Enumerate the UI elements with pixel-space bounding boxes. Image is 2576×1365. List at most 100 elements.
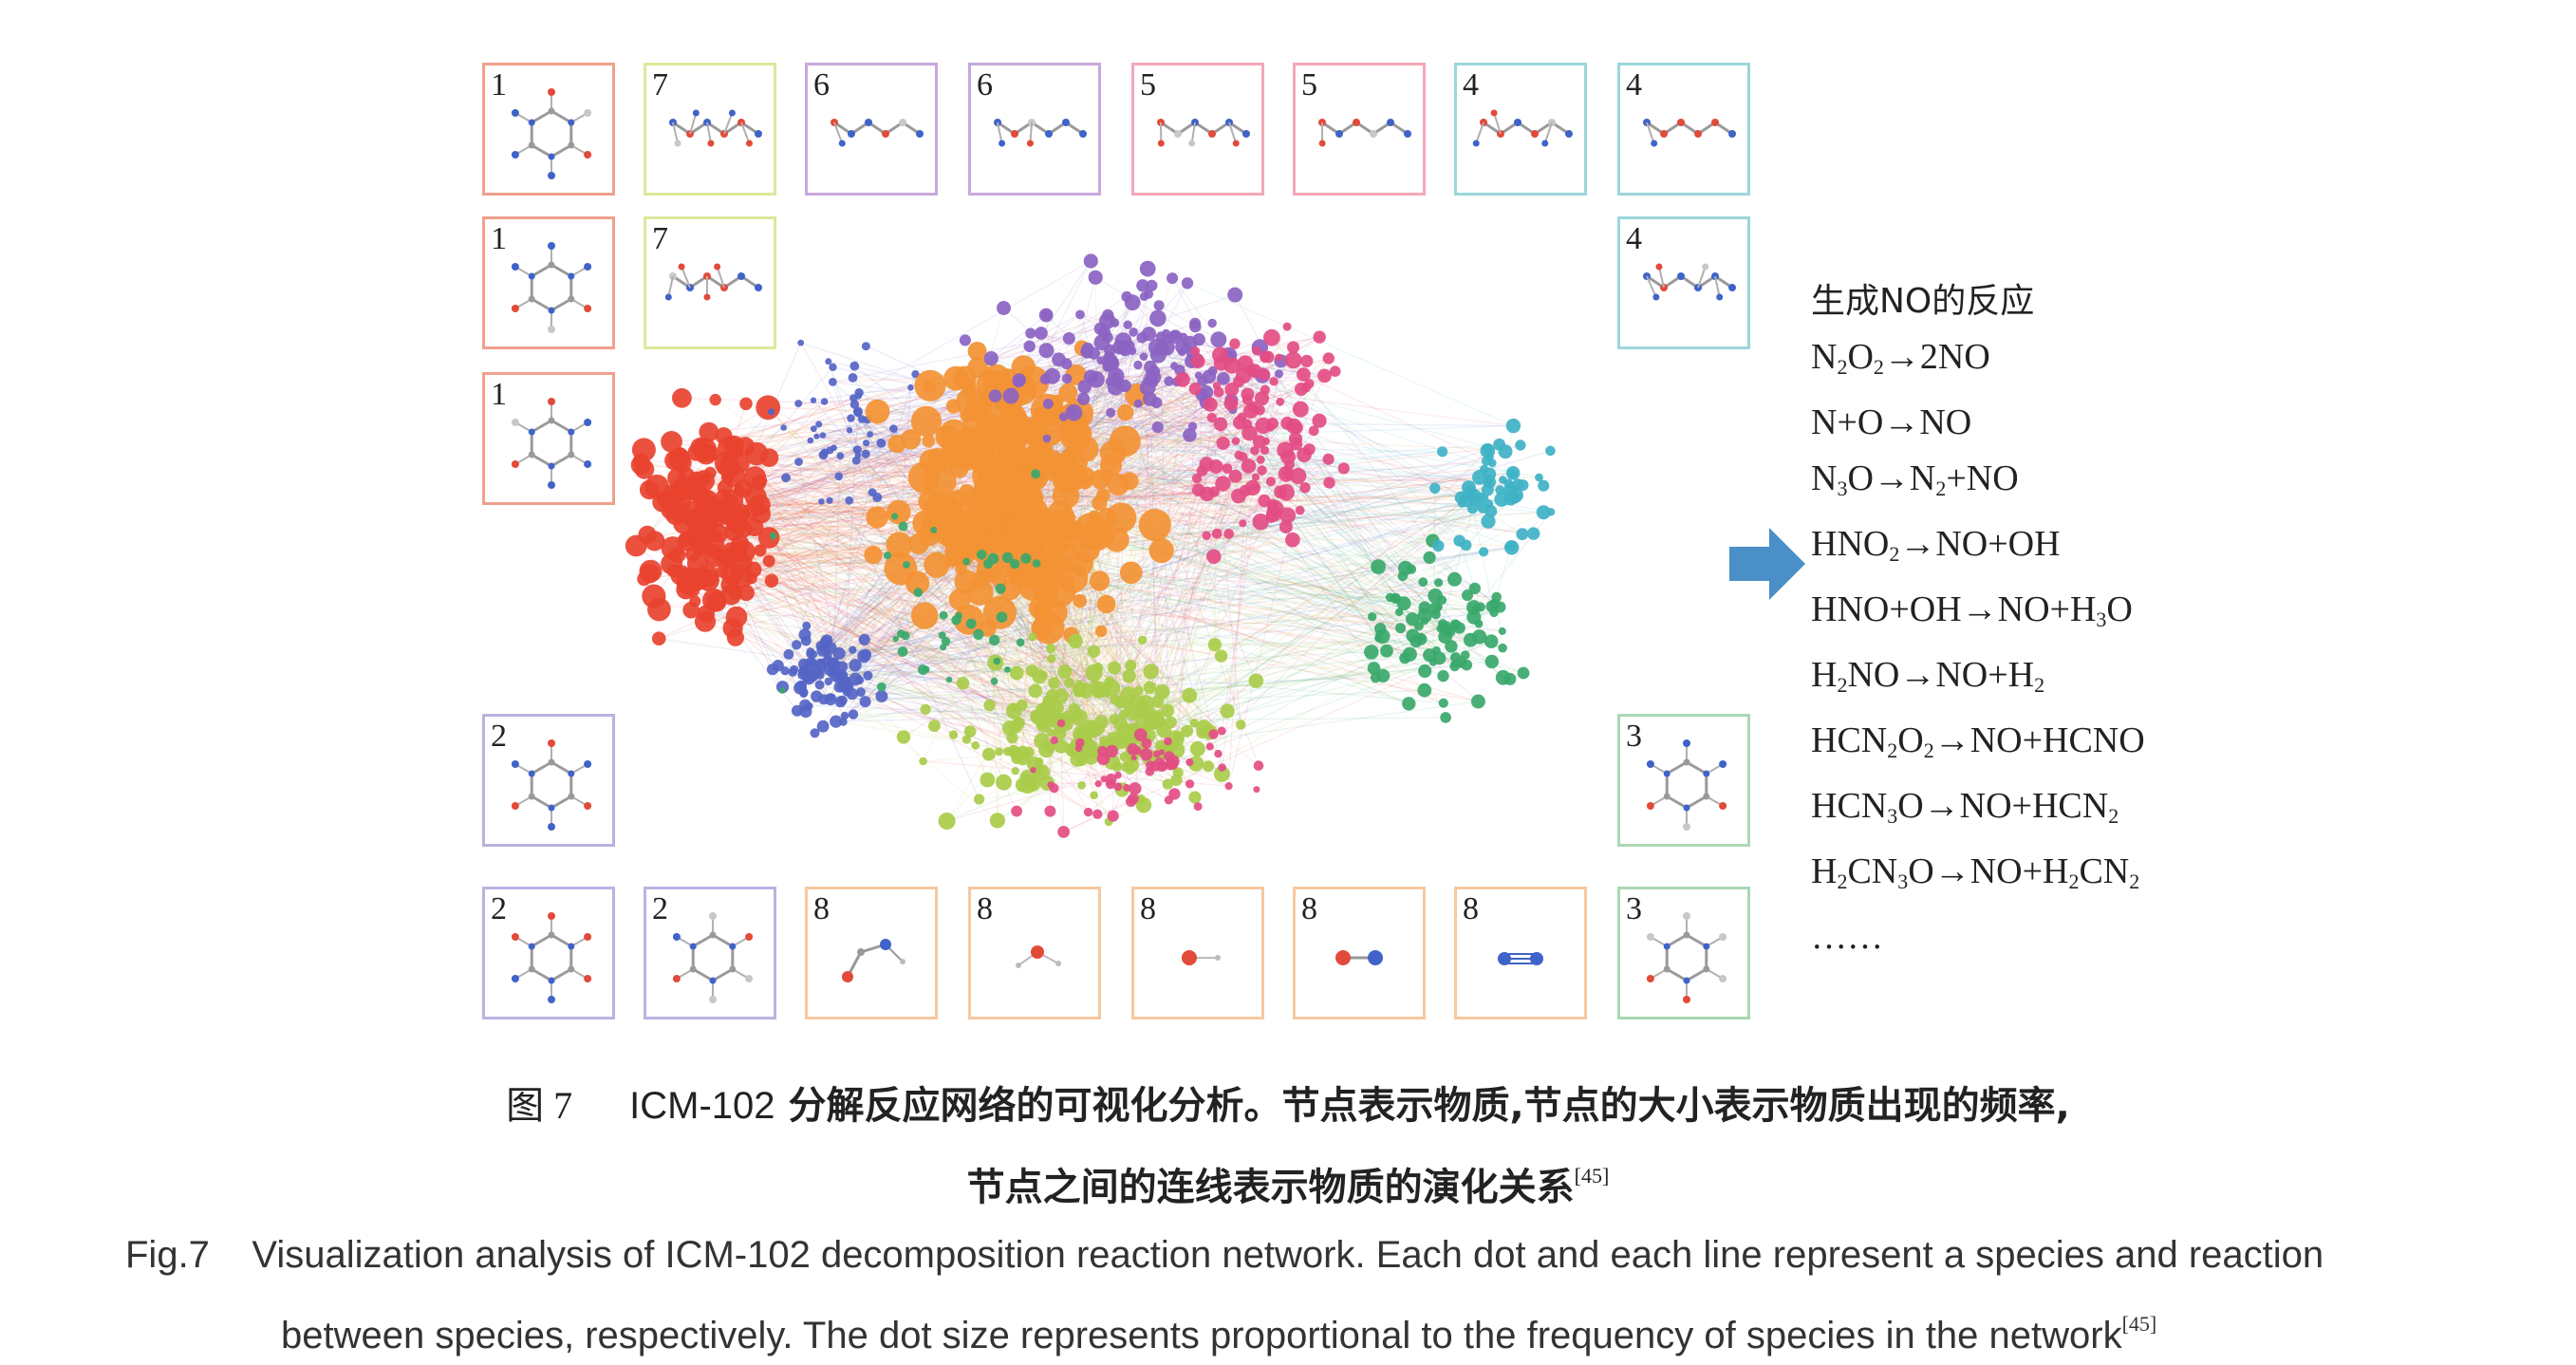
caption-en-fig-label: Fig.7	[125, 1234, 210, 1276]
species-node	[1181, 724, 1194, 738]
species-node	[1068, 633, 1083, 648]
molecule-structure-icon	[511, 242, 592, 333]
species-node	[1012, 373, 1026, 387]
species-node	[1284, 351, 1302, 369]
species-node	[1133, 399, 1143, 408]
species-node	[780, 424, 787, 431]
species-node	[829, 378, 837, 386]
caption-zh-text1: 分解反应网络的可视化分析。节点表示物质,节点的大小表示物质出现的频率,	[788, 1084, 2070, 1128]
species-node	[1183, 428, 1197, 442]
species-node	[783, 648, 794, 660]
species-node	[1322, 453, 1335, 465]
species-node	[1006, 525, 1029, 548]
species-node	[1123, 783, 1131, 792]
species-node	[930, 526, 938, 533]
species-node	[1374, 628, 1391, 645]
species-node	[1235, 720, 1246, 730]
molecule-structure-icon	[1643, 119, 1736, 147]
species-node	[1030, 767, 1036, 774]
species-node	[1251, 473, 1260, 481]
species-node	[974, 794, 985, 805]
species-node	[1089, 727, 1099, 737]
species-node	[1164, 376, 1174, 386]
tile-label: 3	[1626, 891, 1642, 926]
molecule-tile-top: 4	[1454, 63, 1587, 196]
species-node	[1197, 376, 1208, 387]
species-node	[920, 703, 931, 716]
species-node	[1471, 494, 1484, 507]
species-node	[943, 365, 969, 391]
tile-label: 2	[491, 891, 507, 926]
species-node	[1139, 748, 1153, 761]
tile-label: 8	[1463, 891, 1479, 926]
species-node	[1177, 347, 1186, 357]
species-node	[769, 532, 777, 540]
species-node	[1300, 354, 1314, 367]
molecule-tile-bottom: 8	[805, 887, 938, 1019]
species-node	[1503, 478, 1514, 489]
species-node	[1329, 365, 1341, 377]
species-node	[1432, 539, 1445, 552]
species-node	[1141, 327, 1157, 342]
species-node	[768, 408, 775, 416]
species-node	[1417, 682, 1432, 698]
tile-label: 5	[1140, 67, 1156, 103]
species-node	[1233, 375, 1245, 388]
species-node	[1085, 664, 1103, 682]
species-node	[1487, 458, 1497, 468]
species-node	[1058, 412, 1069, 421]
species-node	[1210, 331, 1227, 348]
species-node	[661, 431, 682, 453]
species-node	[1498, 626, 1506, 635]
species-node	[1065, 742, 1077, 756]
species-node	[983, 699, 996, 712]
species-node	[1193, 802, 1203, 812]
species-node	[1149, 309, 1167, 327]
molecule-tile-top: 5	[1131, 63, 1264, 196]
species-node	[1527, 527, 1540, 540]
species-node	[858, 633, 870, 645]
species-node	[1057, 664, 1073, 679]
species-node	[910, 602, 939, 629]
species-node	[1160, 703, 1175, 718]
molecule-tile-bottom: 8	[1131, 887, 1264, 1019]
species-node	[848, 373, 858, 383]
molecule-structure-icon	[842, 939, 905, 982]
species-node	[877, 682, 887, 692]
species-node	[764, 573, 779, 588]
species-node	[825, 358, 832, 365]
species-node	[1479, 547, 1489, 557]
species-node	[1048, 677, 1060, 689]
species-node	[830, 715, 843, 728]
molecule-structure-icon	[672, 912, 754, 1003]
species-node	[1143, 664, 1159, 680]
species-node	[794, 458, 803, 466]
species-node	[1368, 612, 1377, 622]
species-node	[865, 399, 890, 424]
species-node	[966, 578, 994, 606]
species-node	[1009, 665, 1024, 681]
species-node	[1545, 445, 1556, 457]
species-node	[1451, 620, 1461, 630]
species-node	[1064, 677, 1074, 688]
species-node	[971, 740, 980, 750]
species-node	[1153, 300, 1165, 311]
species-node	[1047, 654, 1056, 664]
species-node	[1413, 621, 1424, 631]
species-node	[1102, 331, 1113, 344]
species-node	[845, 496, 854, 505]
species-node	[1023, 517, 1037, 532]
species-node	[1146, 760, 1155, 771]
species-node	[919, 449, 944, 474]
species-node	[1020, 552, 1032, 564]
species-node	[1223, 529, 1234, 539]
species-node	[820, 448, 830, 458]
molecule-structure-icon	[1157, 119, 1250, 147]
species-node	[866, 506, 888, 529]
species-node	[1031, 469, 1041, 479]
species-node	[852, 445, 862, 455]
species-node	[999, 435, 1012, 448]
species-node	[1102, 361, 1114, 372]
species-node	[1075, 309, 1085, 320]
species-node	[1139, 291, 1149, 301]
